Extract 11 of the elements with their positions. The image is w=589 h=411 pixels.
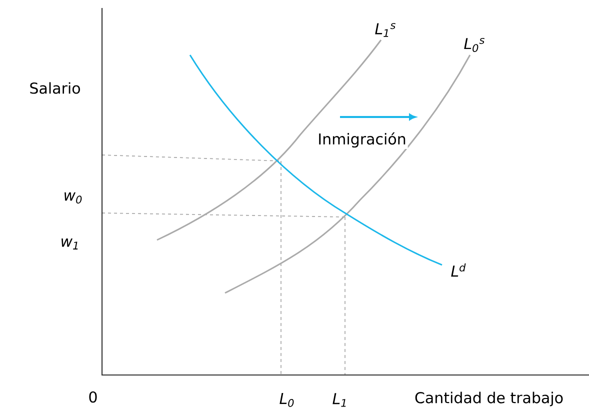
axis-tick-label: L$_{0}$ [280,393,294,407]
curve-label: L$_{0}$s [464,38,484,52]
axis-tick-label: 0 [89,391,97,403]
axis-tick-label: w$_{0}$ [64,192,82,204]
curve-label: L$^{d}$ [451,263,466,277]
shift-label: Inmigración [316,130,408,150]
curve-label: L$_{1}$s [375,23,396,37]
axis-title: Salario [30,82,80,94]
axis-tick-label: L$_{1}$ [332,393,346,407]
axis-tick-label: w$_{1}$ [62,238,78,250]
axis-title: Cantidad de trabajo [415,392,563,406]
